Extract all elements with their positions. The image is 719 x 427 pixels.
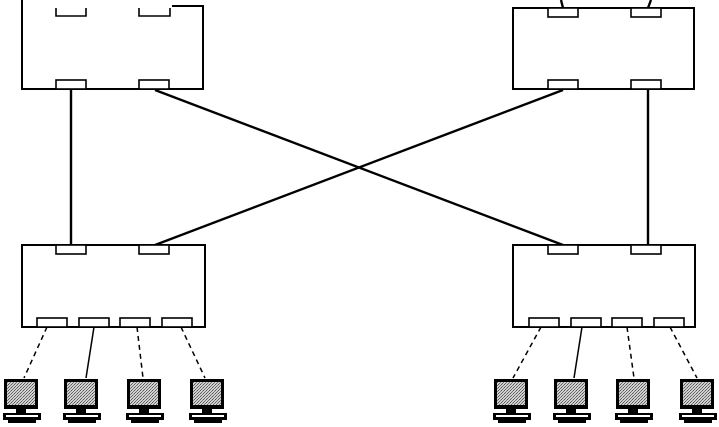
host-link	[626, 326, 635, 379]
switch-top-left	[21, 0, 204, 90]
host-link	[573, 326, 583, 379]
uplink-stub	[646, 0, 653, 9]
switch-chassis	[512, 7, 695, 90]
host-link	[23, 326, 48, 379]
switch-bottom-right	[512, 244, 696, 328]
desktop-computer-icon	[493, 379, 531, 423]
desktop-computer-icon	[63, 379, 101, 423]
desktop-computer-icon	[615, 379, 653, 423]
switch-port	[161, 317, 193, 328]
switch-port	[55, 244, 87, 255]
switch-port	[78, 317, 110, 328]
switch-port	[653, 317, 685, 328]
switch-port	[138, 244, 170, 255]
switch-port	[138, 8, 171, 17]
switch-port	[36, 317, 68, 328]
trunk-links	[69, 88, 650, 247]
switch-port	[138, 79, 170, 90]
switch-port	[528, 317, 560, 328]
switch-top-right	[512, 0, 695, 90]
switch-port	[547, 7, 579, 18]
switch-port	[547, 244, 579, 255]
desktop-computer-icon	[3, 379, 41, 423]
switch-port	[630, 244, 662, 255]
host-link	[669, 326, 698, 379]
host-link	[512, 326, 542, 379]
switch-chassis	[21, 244, 206, 328]
switch-port	[630, 79, 662, 90]
host-link	[85, 326, 95, 379]
switch-port	[55, 8, 87, 17]
switch-port	[55, 79, 87, 90]
switch-port	[630, 7, 662, 18]
desktop-computer-icon	[553, 379, 591, 423]
desktop-computer-icon	[679, 379, 717, 423]
switch-chassis	[512, 244, 696, 328]
switch-port	[570, 317, 602, 328]
host-link	[136, 326, 144, 379]
switch-bottom-left	[21, 244, 206, 328]
desktop-computer-icon	[189, 379, 227, 423]
switch-port	[611, 317, 643, 328]
switch-chassis	[21, 0, 204, 90]
switch-port	[119, 317, 151, 328]
desktop-computer-icon	[126, 379, 164, 423]
uplink-stub	[559, 0, 565, 9]
hosts	[3, 379, 717, 423]
host-links	[23, 326, 698, 379]
host-link	[180, 326, 206, 379]
switch-port	[547, 79, 579, 90]
link-top-right-to-bottom-left	[154, 88, 564, 247]
